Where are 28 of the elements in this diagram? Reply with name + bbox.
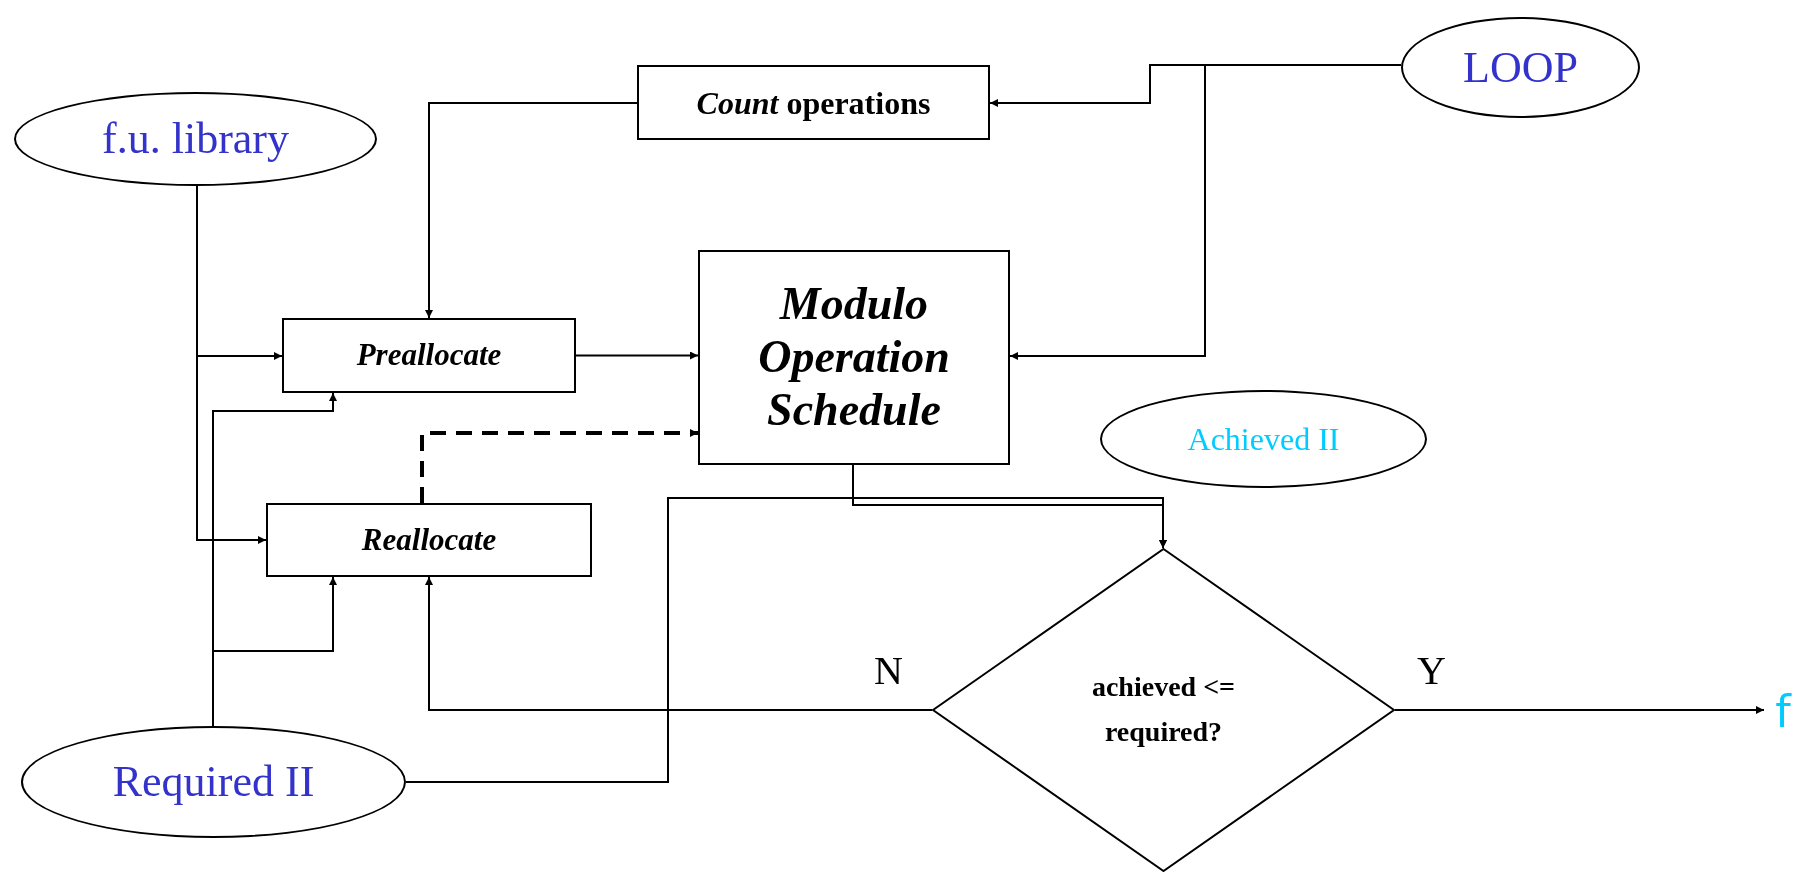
arrow	[212, 576, 337, 727]
arrow	[1009, 64, 1402, 360]
ellipse-node	[21, 726, 406, 838]
ellipse-node	[1401, 17, 1640, 118]
arrow	[575, 351, 699, 360]
arrow	[405, 497, 1167, 783]
node-label: Reallocate	[361, 520, 497, 559]
node-label: f.u. library	[102, 113, 289, 165]
process-box	[698, 250, 1010, 465]
node-label: Achieved II	[1187, 420, 1340, 459]
process-box	[637, 65, 990, 140]
ellipse-node	[1100, 390, 1427, 488]
node-label: Count operations	[696, 83, 931, 123]
node-label: Required II	[112, 756, 315, 808]
arrow	[196, 185, 267, 544]
process-box	[282, 318, 576, 393]
node-label: Preallocate	[356, 336, 502, 375]
dashed-arrow	[420, 429, 698, 503]
process-box	[266, 503, 592, 577]
arrow	[425, 102, 638, 319]
node-label: achieved <= required?	[1090, 670, 1237, 749]
node-label: LOOP	[1463, 41, 1578, 94]
node-label: Modulo Operation Schedule	[757, 278, 951, 437]
arrow	[425, 576, 933, 711]
arrow	[1394, 706, 1765, 714]
node-label: f	[1775, 685, 1791, 739]
ellipse-node	[14, 92, 377, 186]
decision-diamond	[932, 548, 1395, 872]
